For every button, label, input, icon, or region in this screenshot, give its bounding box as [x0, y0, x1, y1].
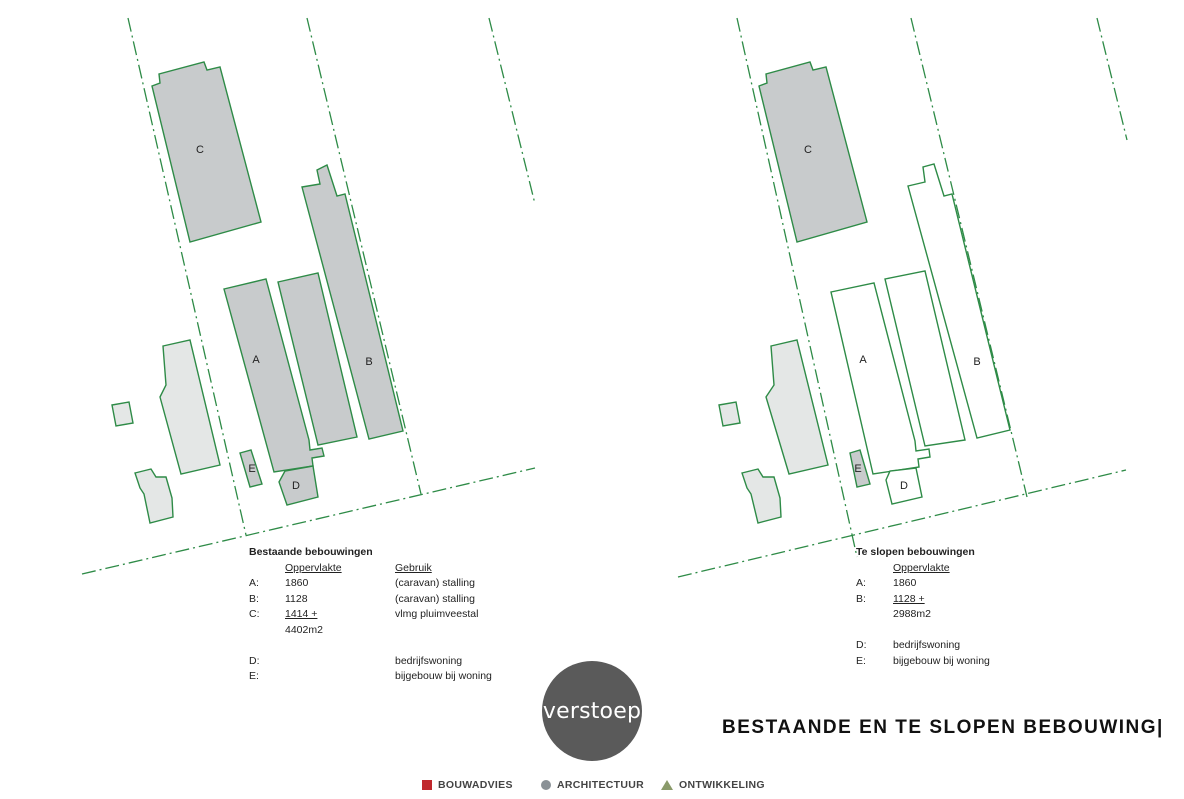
right-table-title: Te slopen bebouwingen	[856, 546, 975, 558]
left-total-row: 4402m2	[249, 623, 539, 639]
right-label-a: A	[859, 354, 867, 366]
right-boundary-lines	[677, 17, 1128, 578]
right-label-d: D	[900, 480, 908, 492]
left-building-b	[301, 164, 404, 440]
left-small-square	[111, 401, 134, 427]
left-label-c: C	[196, 144, 204, 156]
page-title: BESTAANDE EN TE SLOPEN BEBOUWING|	[722, 717, 1164, 738]
right-label-c: C	[804, 144, 812, 156]
right-total-row: 2988m2	[856, 607, 1116, 623]
right-plan	[677, 17, 1128, 578]
left-row-a: A: 1860 (caravan) stalling	[249, 577, 475, 589]
right-total: 2988m2	[893, 608, 931, 620]
right-row-d: D: bedrijfswoning	[856, 639, 961, 651]
left-building-e	[239, 449, 263, 488]
left-total: 4402m2	[285, 623, 323, 636]
left-row-b: B: 1128 (caravan) stalling	[249, 592, 475, 605]
left-table: Bestaande bebouwingen Oppervlakte Gebrui…	[249, 545, 539, 685]
verstoep-logo: verstoep	[542, 661, 642, 761]
right-building-b	[907, 163, 1011, 439]
right-house-small	[741, 468, 782, 524]
left-table-title: Bestaande bebouwingen	[249, 546, 373, 558]
right-label-b: B	[973, 356, 980, 368]
right-house-large	[765, 339, 829, 475]
right-label-e: E	[854, 463, 861, 475]
left-row-e: E: bijgebouw bij woning	[249, 670, 492, 682]
left-house-small	[134, 468, 174, 524]
left-plan	[81, 17, 536, 575]
left-boundary-lines	[81, 17, 536, 575]
right-small-square	[718, 401, 741, 427]
left-building-d	[278, 465, 319, 506]
left-row-c: C: 1414 + vlmg pluimveestal	[249, 608, 479, 620]
right-table: Te slopen bebouwingen Oppervlakte A: 186…	[856, 545, 1116, 669]
left-label-d: D	[292, 480, 300, 492]
footer-item-ontwikkeling: ONTWIKKELING	[661, 779, 765, 791]
circle-icon	[541, 780, 551, 791]
right-building-e	[849, 449, 871, 488]
right-col-area: Oppervlakte	[893, 561, 950, 574]
left-building-c	[151, 61, 262, 243]
right-row-e: E: bijgebouw bij woning	[856, 654, 990, 667]
right-building-c	[758, 61, 868, 243]
right-row-a: A: 1860	[856, 577, 917, 589]
right-building-middle	[884, 270, 966, 447]
left-building-middle	[277, 272, 358, 446]
footer-item-architectuur: ARCHITECTUUR	[541, 779, 644, 791]
left-label-a: A	[252, 354, 260, 366]
triangle-icon	[661, 780, 673, 791]
left-house-large	[159, 339, 221, 475]
left-label-e: E	[248, 463, 255, 475]
right-row-b: B: 1128 +	[856, 592, 925, 605]
square-icon	[422, 780, 432, 791]
logo-text: verstoep	[542, 698, 642, 724]
left-label-b: B	[365, 356, 372, 368]
footer-item-bouwadvies: BOUWADVIES	[422, 779, 513, 791]
left-row-d: D: bedrijfswoning	[249, 654, 463, 667]
right-building-d	[885, 467, 923, 505]
left-col-use: Gebruik	[395, 561, 432, 574]
left-col-area: Oppervlakte	[285, 561, 342, 574]
